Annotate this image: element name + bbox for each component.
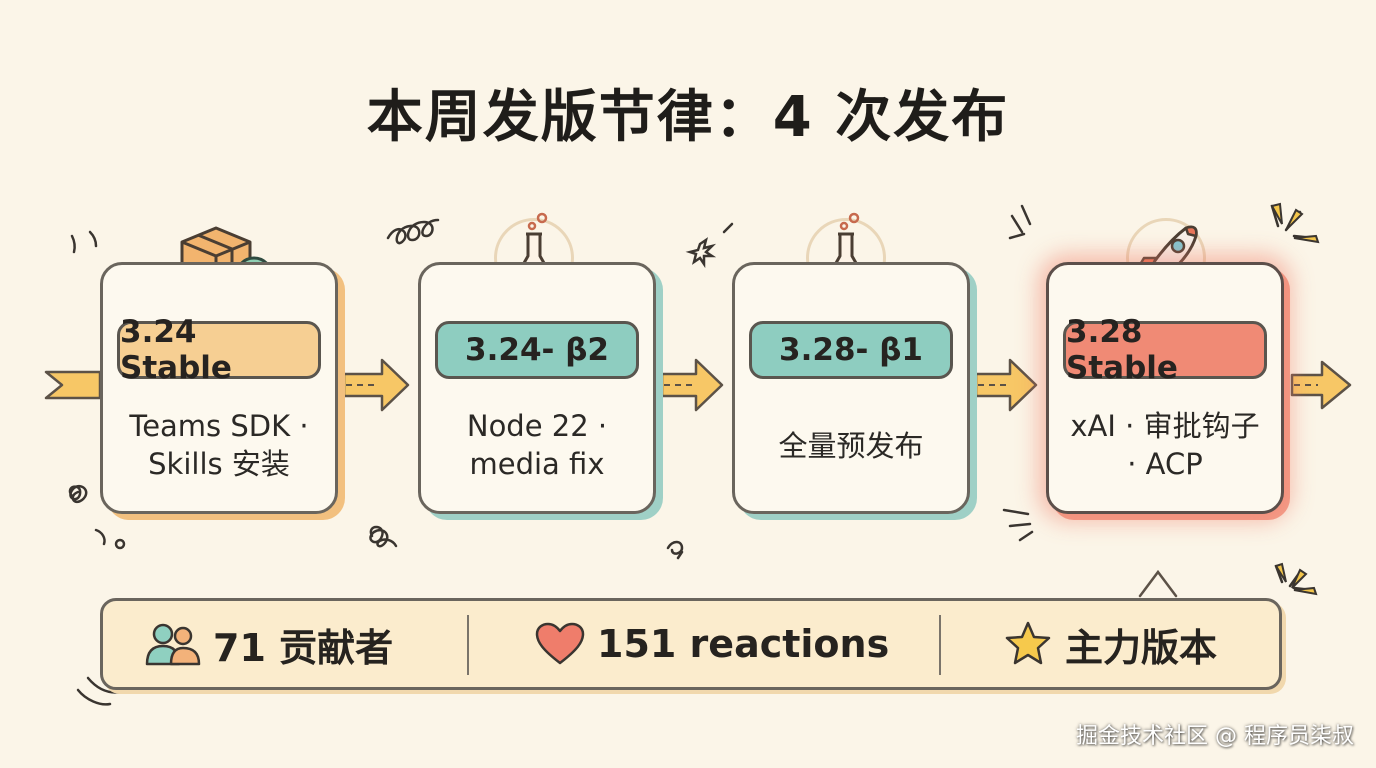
release-version-badge: 3.28 Stable: [1063, 314, 1267, 386]
watermark: 掘金技术社区 @ 程序员柒叔: [1076, 724, 1354, 749]
release-description: Node 22 · media fix: [427, 407, 647, 483]
release-version-badge: 3.24- β2: [435, 321, 639, 379]
release-card: 3.24- β2 Node 22 · media fix: [418, 262, 656, 514]
release-desc-line: Node 22 ·: [466, 409, 608, 443]
release-card: 3.28- β1 全量预发布: [732, 262, 970, 514]
release-card: 3.24 Stable Teams SDK · Skills 安装: [100, 262, 338, 514]
timeline-arrow-3: [974, 358, 1038, 412]
stat-label: 主力版本: [1065, 625, 1218, 670]
stat-label: 71 贡献者: [213, 625, 394, 670]
star-icon: [1005, 621, 1051, 665]
release-desc-line: Teams SDK ·: [129, 409, 309, 443]
timeline-arrow-2: [660, 358, 724, 412]
release-description: Teams SDK · Skills 安装: [109, 407, 329, 483]
release-desc-line: media fix: [469, 447, 605, 481]
users-icon: [145, 623, 201, 666]
timeline-arrow-1: [342, 358, 410, 412]
timeline-arrow-start: [44, 370, 102, 400]
release-desc-line: · ACP: [1127, 447, 1203, 481]
release-version-badge: 3.24 Stable: [117, 314, 321, 386]
stat-reactions: 151 reactions: [535, 601, 889, 687]
release-desc-line: xAI · 审批钩子: [1070, 409, 1260, 443]
stats-divider: [467, 615, 469, 675]
stat-main-version: 主力版本: [1003, 601, 1217, 687]
timeline-arrow-end: [1290, 360, 1352, 410]
stat-label: 151 reactions: [597, 622, 890, 666]
stats-bar: 71 贡献者 151 reactions 主力版本: [100, 598, 1282, 690]
release-description: xAI · 审批钩子 · ACP: [1055, 407, 1275, 483]
stat-contributors: 71 贡献者: [145, 601, 393, 687]
release-card-highlighted: 3.28 Stable xAI · 审批钩子 · ACP: [1046, 262, 1284, 514]
stats-divider: [939, 615, 941, 675]
release-desc-line: 全量预发布: [778, 429, 924, 463]
heart-icon: [535, 622, 585, 665]
page-title: 本周发版节律：4 次发布: [366, 85, 1010, 150]
release-desc-line: Skills 安装: [148, 447, 290, 481]
doodle-mark: [70, 234, 76, 254]
release-version-badge: 3.28- β1: [749, 321, 953, 379]
release-description: 全量预发布: [741, 427, 961, 465]
